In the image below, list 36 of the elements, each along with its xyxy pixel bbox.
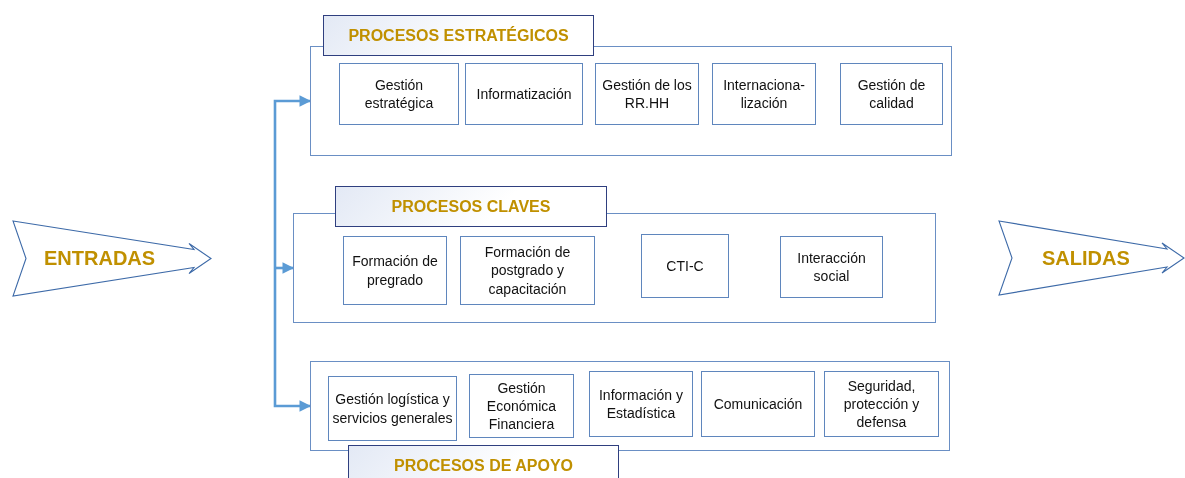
- group-heading-tab: PROCESOS DE APOYO: [348, 445, 619, 478]
- process-name: Internaciona- lización: [722, 75, 806, 113]
- process-box: [712, 63, 816, 125]
- process-box: [595, 63, 699, 125]
- process-name: Interacción social: [796, 248, 867, 286]
- process-box: [460, 236, 595, 305]
- process-box: [469, 374, 574, 438]
- process-box: [465, 63, 583, 125]
- process-box: [339, 63, 459, 125]
- process-box: [343, 236, 447, 305]
- connector-arrow: [273, 262, 295, 274]
- group-heading-tab: PROCESOS CLAVES: [335, 186, 607, 227]
- process-box: [780, 236, 883, 298]
- process-name: Informatización: [476, 84, 572, 104]
- process-name: Gestión de calidad: [856, 75, 927, 113]
- process-name: Gestión logística y servicios generales: [331, 390, 454, 427]
- process-name: Seguridad, protección y defensa: [842, 376, 921, 432]
- process-box: [824, 371, 939, 437]
- process-name: Comunicación: [713, 394, 803, 414]
- process-name: Gestión Económica Financiera: [485, 378, 558, 434]
- io-label: SALIDAS: [1042, 246, 1130, 270]
- process-name: Gestión de los RR.HH: [601, 75, 693, 113]
- process-name: Formación de pregrado: [351, 252, 439, 289]
- process-box: [701, 371, 815, 437]
- process-name: CTI-C: [666, 256, 704, 276]
- process-name: Formación de postgrado y capacitación: [483, 243, 572, 298]
- process-box: [328, 376, 457, 441]
- connector-arrow: [273, 95, 312, 268]
- io-label: ENTRADAS: [44, 247, 156, 270]
- process-box: [840, 63, 943, 125]
- process-box: [589, 371, 693, 437]
- process-box: [641, 234, 729, 298]
- connector-arrow: [273, 268, 312, 412]
- process-name: Gestión estratégica: [363, 75, 435, 113]
- group-heading-tab: PROCESOS ESTRATÉGICOS: [323, 15, 594, 56]
- process-name: Información y Estadística: [597, 385, 684, 423]
